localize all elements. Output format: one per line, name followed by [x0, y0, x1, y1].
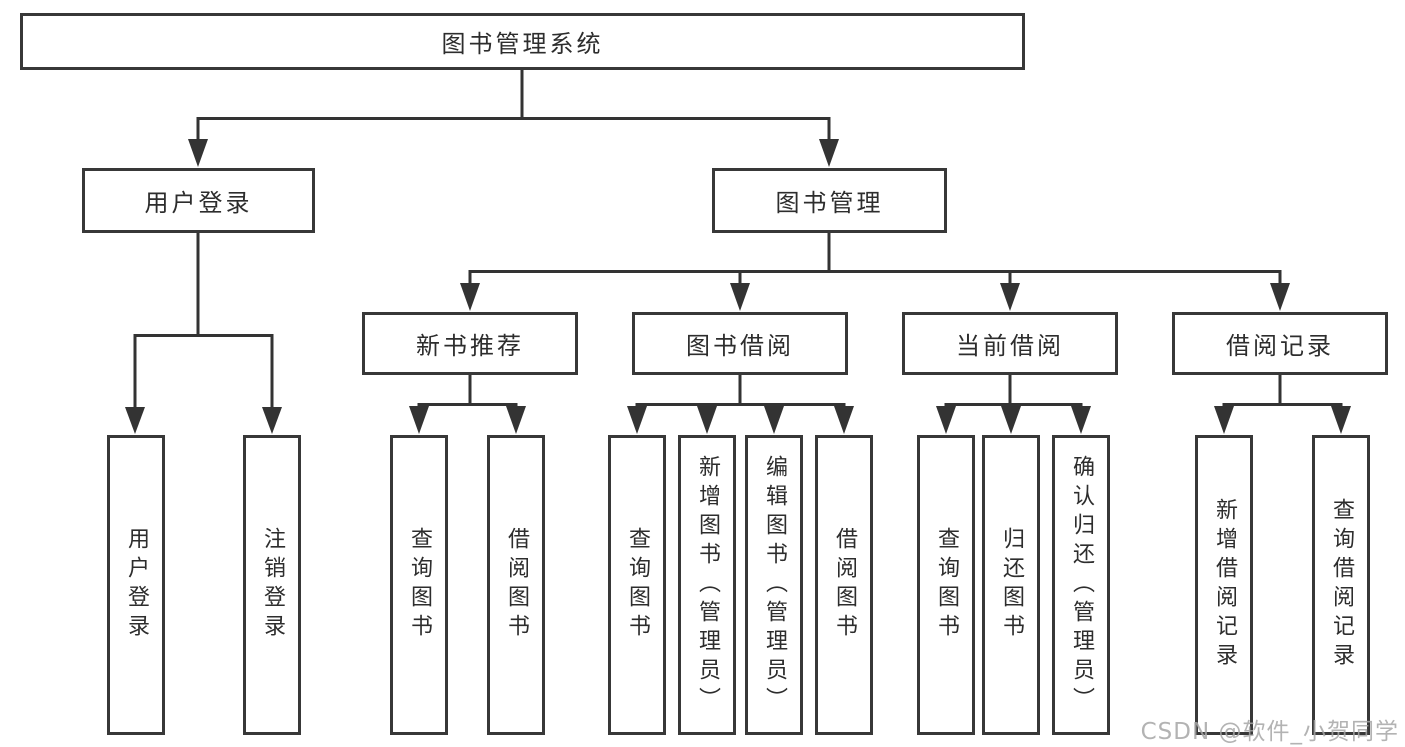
node-leaf-logout: 注销登录: [243, 435, 301, 735]
node-borrow-records: 借阅记录: [1172, 312, 1388, 375]
node-new-book-recommend: 新书推荐: [362, 312, 578, 375]
node-current-borrow: 当前借阅: [902, 312, 1118, 375]
node-bb-query-book: 查询图书: [608, 435, 666, 735]
node-cb-return-book: 归还图书: [982, 435, 1040, 735]
node-bb-edit-book: 编辑图书（管理员）: [745, 435, 803, 735]
arrowhead-group: [125, 139, 1351, 434]
node-leaf-user-login: 用户登录: [107, 435, 165, 735]
node-br-add-record: 新增借阅记录: [1195, 435, 1253, 735]
node-book-borrow: 图书借阅: [632, 312, 848, 375]
node-bb-add-book: 新增图书（管理员）: [678, 435, 736, 735]
node-cb-query-book: 查询图书: [917, 435, 975, 735]
node-root: 图书管理系统: [20, 13, 1025, 70]
node-rec-borrow-book: 借阅图书: [487, 435, 545, 735]
node-bb-borrow-book: 借阅图书: [815, 435, 873, 735]
node-user-login: 用户登录: [82, 168, 315, 233]
node-cb-confirm-return: 确认归还（管理员）: [1052, 435, 1110, 735]
node-br-query-record: 查询借阅记录: [1312, 435, 1370, 735]
csdn-watermark: CSDN @软件_小贺同学: [1140, 719, 1399, 745]
node-rec-query-book: 查询图书: [390, 435, 448, 735]
node-book-management: 图书管理: [712, 168, 947, 233]
